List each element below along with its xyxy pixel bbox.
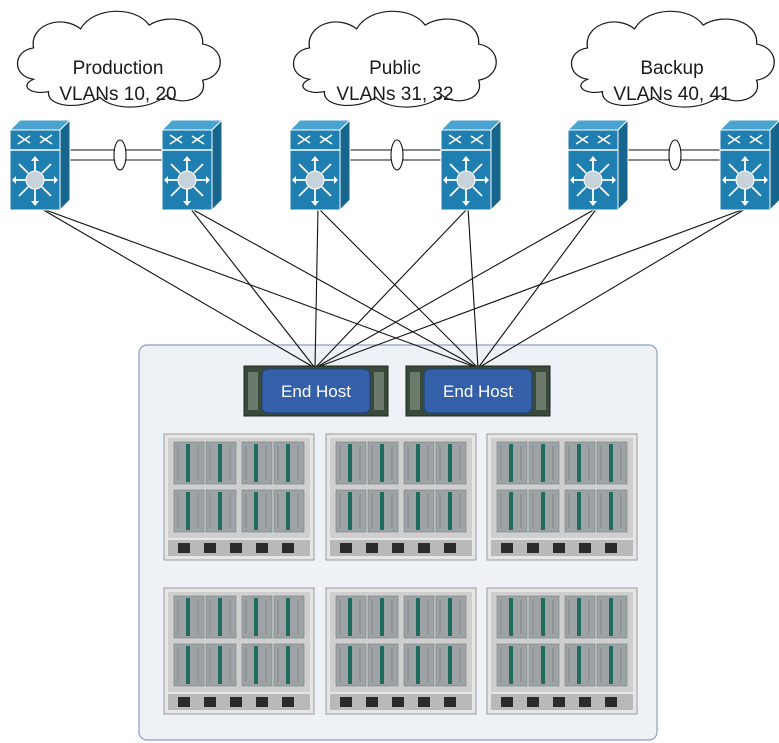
switch-public-b-icon <box>440 119 502 211</box>
cloud-production-vlans: VLANs 10, 20 <box>59 84 176 105</box>
cloud-backup: Backup VLANs 40, 41 <box>570 10 775 108</box>
blade-chassis-icon <box>325 587 477 715</box>
blade-chassis-icon <box>163 587 315 715</box>
switch-production-b-icon <box>161 119 223 211</box>
switch-production-a-icon <box>9 119 71 211</box>
blade-chassis-icon <box>325 433 477 561</box>
uplink-lines <box>39 207 748 369</box>
switch-backup-b-icon <box>719 119 779 211</box>
cloud-production: Production VLANs 10, 20 <box>16 10 221 108</box>
blade-chassis-icon <box>486 587 638 715</box>
blade-chassis-icon <box>486 433 638 561</box>
blade-chassis-icon <box>163 433 315 561</box>
end-host-1-label: End Host <box>281 382 351 401</box>
switch-backup-a-icon <box>567 119 629 211</box>
cloud-production-name: Production <box>73 58 164 79</box>
switch-public-a-icon <box>289 119 351 211</box>
end-host-1: End Host <box>243 365 389 417</box>
cloud-public-name: Public <box>369 58 421 79</box>
end-host-2: End Host <box>405 365 551 417</box>
cloud-public: Public VLANs 31, 32 <box>292 10 497 108</box>
cloud-backup-name: Backup <box>640 58 703 79</box>
port-channel-links <box>70 139 722 171</box>
cloud-public-vlans: VLANs 31, 32 <box>336 84 453 105</box>
end-host-2-label: End Host <box>443 382 513 401</box>
cloud-backup-vlans: VLANs 40, 41 <box>613 84 730 105</box>
